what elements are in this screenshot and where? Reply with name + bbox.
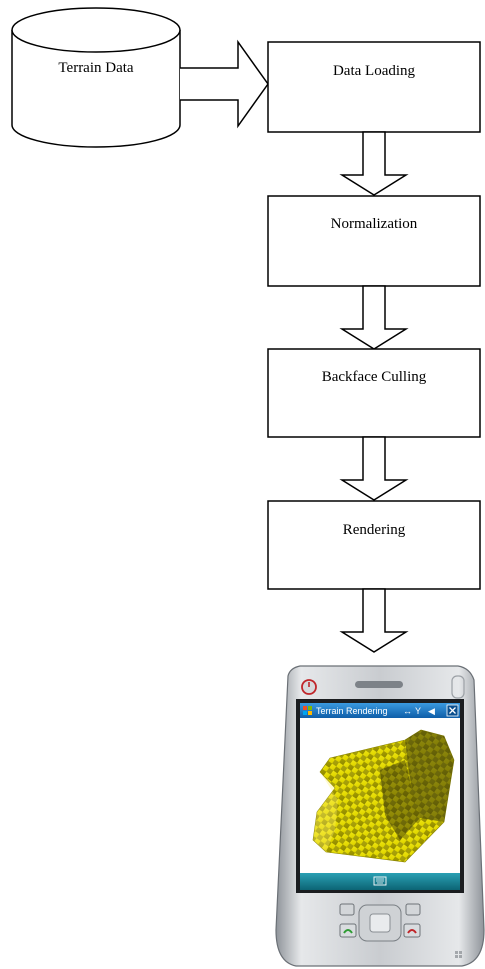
nav-center-button[interactable]	[369, 913, 391, 933]
connectivity-icon[interactable]: ↔	[403, 706, 412, 716]
signal-icon[interactable]: Y	[415, 706, 421, 716]
step-data-loading: Data Loading	[267, 41, 481, 133]
right-softkey-button[interactable]	[405, 903, 421, 916]
arrow-down-1	[339, 131, 409, 196]
left-softkey-button[interactable]	[339, 903, 355, 916]
close-icon[interactable]	[446, 704, 459, 717]
terrain-data-cylinder: Terrain Data	[11, 7, 181, 148]
step-backface-culling: Backface Culling	[267, 348, 481, 438]
volume-icon[interactable]: ◀	[428, 706, 435, 716]
pocket-pc-device: Terrain Rendering ↔ Y ◀	[275, 665, 485, 967]
window-title: Terrain Rendering	[316, 706, 388, 716]
step-rendering: Rendering	[267, 500, 481, 590]
speaker-grille	[355, 681, 403, 688]
windows-logo-icon	[455, 951, 462, 958]
arrow-down-2	[339, 285, 409, 350]
step-label: Rendering	[343, 522, 406, 538]
terrain-data-label: Terrain Data	[58, 60, 133, 76]
start-icon[interactable]	[303, 706, 312, 715]
window-titlebar	[300, 703, 460, 718]
arrow-storage-to-loading	[180, 39, 269, 129]
step-label: Backface Culling	[322, 369, 427, 385]
arrow-down-4	[339, 588, 409, 653]
softkey-bar	[300, 873, 460, 890]
step-normalization: Normalization	[267, 195, 481, 287]
terrain-mesh	[312, 729, 455, 863]
step-label: Data Loading	[333, 63, 416, 79]
hardware-controls	[339, 903, 462, 958]
keyboard-icon[interactable]	[373, 876, 387, 886]
arrow-down-3	[339, 436, 409, 501]
stylus-slot	[451, 675, 465, 699]
step-label: Normalization	[331, 216, 418, 232]
